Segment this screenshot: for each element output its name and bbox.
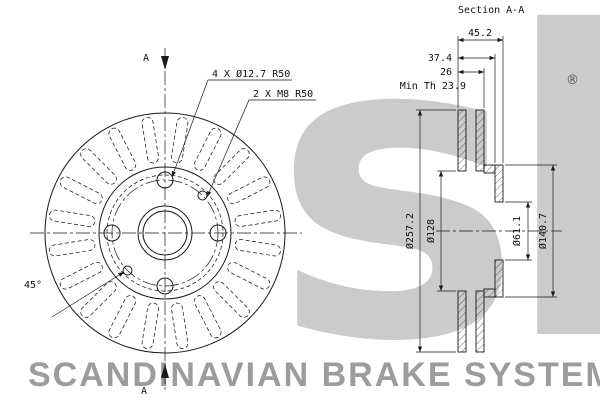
dim-overall-width: 45.2 <box>468 28 492 39</box>
leader-bolt-holes <box>171 79 292 178</box>
section-title: Section A-A <box>458 5 524 16</box>
flange-top <box>494 164 504 203</box>
section-arrow-bottom <box>161 364 169 378</box>
dim-bore-diameter: Ø61.1 <box>511 216 523 246</box>
dim-flange-diameter: Ø140.7 <box>537 213 549 249</box>
registered-mark: ® <box>566 73 579 88</box>
section-marker-bottom: A <box>141 386 147 397</box>
front-view: 4 X Ø12.7 R50 2 X M8 R50 45° A A <box>24 48 316 397</box>
section-view: Section A-A ® 45.2 37.4 <box>400 5 579 353</box>
hat-web-top <box>483 164 496 174</box>
dim-disc-thickness: 26 <box>440 67 452 78</box>
center-bore <box>137 205 193 261</box>
hub-outer-circle <box>98 166 232 300</box>
bolt-holes <box>103 171 227 295</box>
section-marker-top: A <box>143 53 149 64</box>
footer-brand-text: SCANDINAVIAN BRAKE SYSTEMS <box>28 356 600 394</box>
plate-left-bottom <box>457 290 467 353</box>
dim-outer-diameter: Ø257.2 <box>404 213 416 249</box>
dim-vent-inner-diameter: Ø128 <box>425 219 437 243</box>
dim-min-thickness: Min Th 23.9 <box>400 81 466 92</box>
callout-bolt-holes: 4 X Ø12.7 R50 <box>212 68 290 80</box>
bolt-circle <box>111 179 219 287</box>
sbs-logo-watermark: sbs <box>272 0 600 400</box>
hub-hidden-circle <box>106 174 224 292</box>
center-bore-inner <box>142 210 188 256</box>
plate-left-top <box>457 109 467 172</box>
hat-web-bottom <box>483 288 496 298</box>
section-arrow-top <box>161 56 169 70</box>
disc-outer-edge <box>44 112 286 354</box>
angle-label: 45° <box>24 280 42 291</box>
leader-angle <box>51 271 125 318</box>
callout-m8-holes: 2 X M8 R50 <box>253 89 313 100</box>
leader-m8-holes <box>206 99 316 198</box>
flange-bottom <box>494 259 504 298</box>
plate-right-top <box>475 109 485 172</box>
dim-hat-depth: 37.4 <box>428 53 452 64</box>
plate-right-bottom <box>475 290 485 353</box>
